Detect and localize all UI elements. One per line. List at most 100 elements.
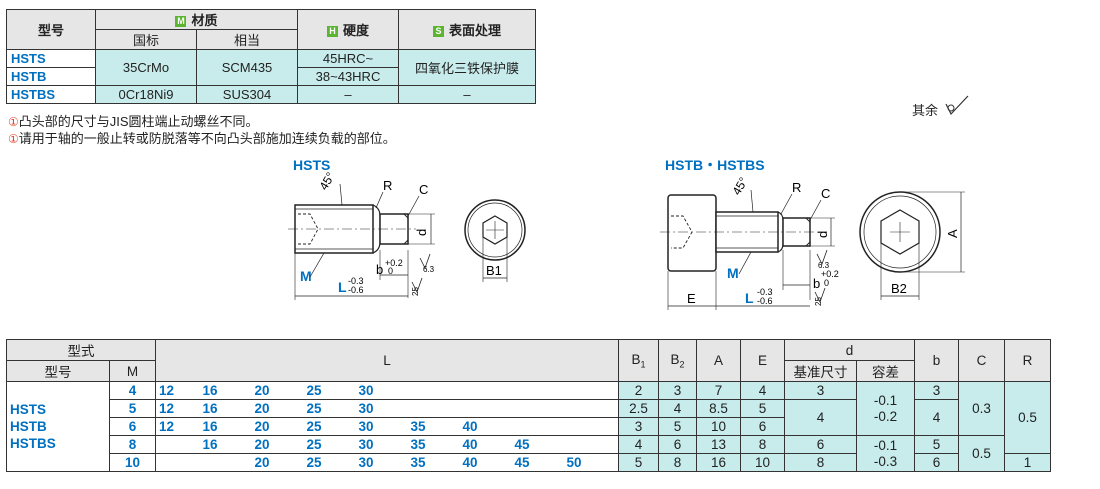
d-tol-lo: -0.3 <box>873 453 898 469</box>
hardness-1: 45HRC~ <box>297 49 399 68</box>
l-cell: 25 <box>303 381 356 400</box>
note-mark: ① <box>8 115 19 129</box>
d-base-cell: 8 <box>784 453 857 472</box>
model-cell: HSTBS <box>10 436 56 451</box>
r-label: R <box>383 178 392 193</box>
b2-cell: 8 <box>658 453 697 472</box>
c-cell: 0.3 <box>958 381 1005 436</box>
d-base-cell: 3 <box>784 381 857 400</box>
l-cell: 20 <box>251 417 304 436</box>
hardness-icon: H <box>326 26 338 37</box>
hardness-2: 38~43HRC <box>297 67 399 86</box>
l-cell: 25 <box>303 453 356 472</box>
header-c: C <box>958 339 1005 382</box>
e-cell: 4 <box>740 381 785 400</box>
d-label: d <box>815 231 830 238</box>
header-material-label: 材质 <box>191 13 218 28</box>
header-equivalent: 相当 <box>196 29 298 50</box>
header-model: 型号 <box>6 360 110 382</box>
header-e: E <box>740 339 785 382</box>
l-cell <box>563 417 619 436</box>
b2-cell: 4 <box>658 399 697 418</box>
header-b1: B1 <box>618 339 659 382</box>
b-tol-up: +0.2 <box>821 269 839 279</box>
l-cell: 35 <box>407 453 460 472</box>
header-form: 型式 <box>6 339 156 361</box>
b-cell: 4 <box>914 399 959 436</box>
drawing-hsts: HSTS 45° R C d M b +0.2 0 L -0.3 -0.6 6.… <box>288 157 526 300</box>
note-1-text: 凸头部的尺寸与JIS圆柱端止动螺丝不同。 <box>18 114 259 129</box>
model-cell: HSTB <box>6 67 96 86</box>
l-cell: 16 <box>199 417 252 436</box>
b1-label: B1 <box>486 263 502 278</box>
table-row: 6 12 16 20 25 30 35 40 3 5 10 6 <box>7 417 1051 436</box>
header-surface-label: 表面处理 <box>448 23 501 38</box>
b-label: b <box>376 262 383 277</box>
e-cell: 5 <box>740 399 785 418</box>
a-cell: 13 <box>696 435 741 454</box>
roughness-1: 6.3 <box>423 265 435 274</box>
l-cell: 30 <box>355 435 408 454</box>
l-cell: 30 <box>355 417 408 436</box>
l-cell: 30 <box>355 381 408 400</box>
l-cell <box>511 381 564 400</box>
d-tol-up: -0.1 <box>873 437 898 453</box>
drawing-hstb: HSTB・HSTBS 45° R C d M b +0.2 0 6.3 E L … <box>660 157 965 310</box>
header-b: b <box>914 339 959 382</box>
header-d: d <box>784 339 915 361</box>
b-cell: 5 <box>914 435 959 454</box>
d-tol-cell: -0.1 -0.2 <box>856 381 915 436</box>
b1-cell: 5 <box>618 453 659 472</box>
b2-cell: 3 <box>658 381 697 400</box>
l-cell: 45 <box>511 453 564 472</box>
surface-treatment: 四氧化三铁保护膜 <box>398 49 536 86</box>
note-mark: ① <box>8 132 19 146</box>
l-cell <box>459 381 512 400</box>
roughness-symbol-icon <box>945 95 969 116</box>
steel-equivalent: SCM435 <box>196 49 298 86</box>
l-cell <box>563 381 619 400</box>
l-cell: 45 <box>511 435 564 454</box>
l-cell <box>155 435 200 454</box>
stainless-national: 0Cr18Ni9 <box>95 85 197 104</box>
a-cell: 16 <box>696 453 741 472</box>
drawing-hsts-title: HSTS <box>293 157 330 173</box>
l-cell <box>511 417 564 436</box>
roughness-1: 6.3 <box>818 261 830 270</box>
l-cell: 20 <box>251 435 304 454</box>
d-tol-lo: -0.2 <box>873 408 898 424</box>
a-cell: 10 <box>696 417 741 436</box>
b-label: b <box>813 276 820 291</box>
l-cell <box>511 399 564 418</box>
header-m: M <box>109 360 156 382</box>
b1-cell: 2 <box>618 381 659 400</box>
l-tol-up: -0.3 <box>348 276 364 286</box>
surface-roughness-note: 其余 <box>912 100 938 119</box>
header-national: 国标 <box>95 29 197 50</box>
m-cell: 6 <box>109 417 156 436</box>
m-cell: 8 <box>109 435 156 454</box>
surface-roughness-label: 其余 <box>912 103 939 118</box>
table-row: HSTS HSTB HSTBS 4 12 16 20 25 30 2 3 7 4… <box>6 381 1051 472</box>
b1-cell: 3 <box>618 417 659 436</box>
c-cell: 0.5 <box>958 435 1005 472</box>
note-2: ①请用于轴的一般止转或防脱落等不向凸头部施加连续负载的部位。 <box>8 128 396 147</box>
m-cell: 4 <box>109 381 156 400</box>
a-cell: 7 <box>696 381 741 400</box>
note-1: ①凸头部的尺寸与JIS圆柱端止动螺丝不同。 <box>8 111 259 130</box>
l-cell <box>407 399 460 418</box>
r-cell: 0.5 <box>1004 381 1051 454</box>
stainless-equivalent: SUS304 <box>196 85 298 104</box>
m-cell: 10 <box>109 453 156 472</box>
header-r: R <box>1004 339 1051 382</box>
header-material: M 材质 <box>95 9 298 30</box>
e-label: E <box>687 291 696 306</box>
header-d-tol: 容差 <box>856 360 915 382</box>
l-cell: 20 <box>251 399 304 418</box>
header-hardness-label: 硬度 <box>342 23 369 38</box>
model-cell: HSTS <box>6 49 96 68</box>
l-cell: 12 <box>155 417 200 436</box>
material-icon: M <box>175 16 187 27</box>
a-cell: 8.5 <box>696 399 741 418</box>
